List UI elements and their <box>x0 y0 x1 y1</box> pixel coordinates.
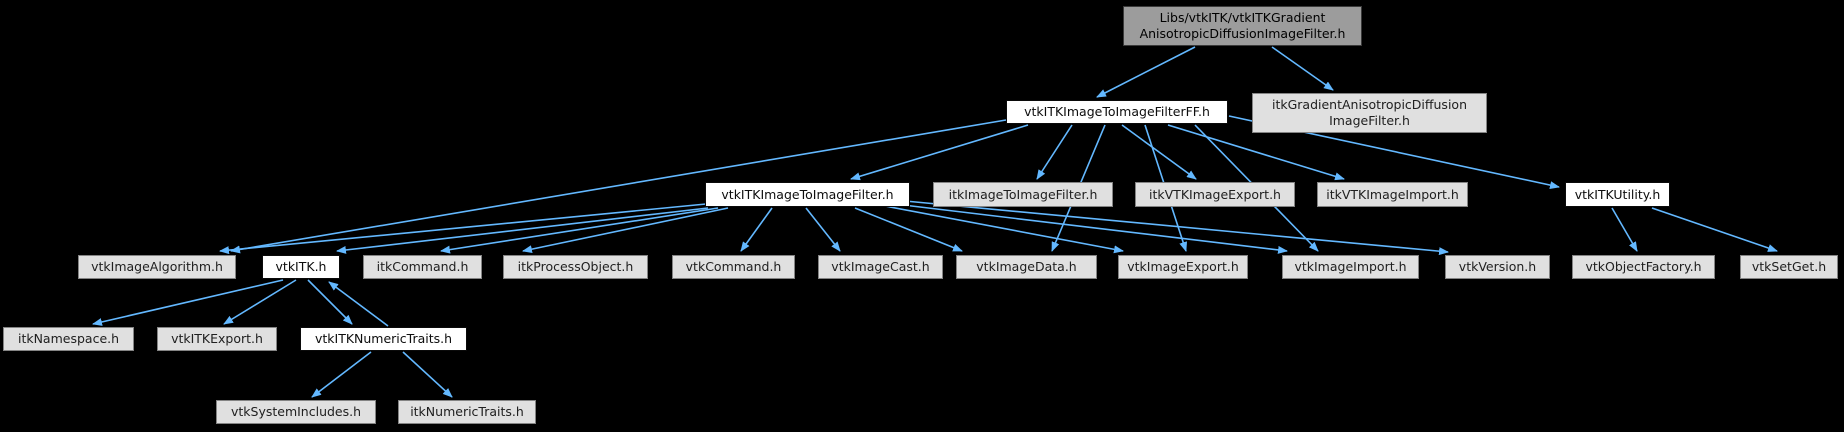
edge-itif-vtkversion <box>904 200 1449 256</box>
edge-ff-itif <box>850 124 1029 181</box>
edge-ff-itkvtkexport <box>1121 124 1197 180</box>
node-libs-vtkitk-vtkitkgradientanisotropicdiffusionimagefilter-h: Libs/vtkITK/vtkITKGradient AnisotropicDi… <box>1123 6 1362 46</box>
edge-current-itkgrad <box>1271 46 1334 91</box>
node-vtkversion-h: vtkVersion.h <box>1445 255 1550 279</box>
edge-vtkitknumerictraits-vtkitk <box>328 281 389 327</box>
node-itkvtkimageimport-h: itkVTKImageImport.h <box>1317 182 1468 207</box>
edge-vtkitknumerictraits-vtksystemincludes <box>311 351 372 398</box>
node-itknamespace-h: itkNamespace.h <box>3 327 134 351</box>
node-itknumerictraits-h: itkNumericTraits.h <box>398 400 536 424</box>
node-vtkimageimport-h: vtkImageImport.h <box>1282 255 1419 279</box>
node-vtkimagealgorithm-h: vtkImageAlgorithm.h <box>78 255 236 279</box>
node-itkvtkimageexport-h: itkVTKImageExport.h <box>1135 182 1295 207</box>
node-vtkitkutility-h[interactable]: vtkITKUtility.h <box>1565 182 1670 207</box>
node-vtkitknumerictraits-h[interactable]: vtkITKNumericTraits.h <box>300 327 467 351</box>
edge-vtkitkutility-vtkobjectfactory <box>1611 207 1638 252</box>
node-vtksystemincludes-h: vtkSystemIncludes.h <box>216 400 376 424</box>
node-vtkobjectfactory-h: vtkObjectFactory.h <box>1572 255 1715 279</box>
node-vtkimageexport-h: vtkImageExport.h <box>1118 255 1248 279</box>
node-vtkitk-h[interactable]: vtkITK.h <box>262 255 340 279</box>
edge-itif-itkprocessobject <box>522 207 729 254</box>
node-vtkcommand-h: vtkCommand.h <box>672 255 795 279</box>
edge-vtkitk-itknamespace <box>92 279 284 326</box>
edge-itif-vtkitk <box>336 207 709 254</box>
node-vtksetget-h: vtkSetGet.h <box>1740 255 1838 279</box>
edge-vtkitk-vtkitknumerictraits <box>307 279 353 325</box>
edge-itif-vtkimagealgorithm <box>219 203 707 255</box>
node-vtkitkimagetoimagefilterff-h[interactable]: vtkITKImageToImageFilterFF.h <box>1006 100 1228 124</box>
node-itkgradientanisotropicdiffusionimagefilter-h: itkGradientAnisotropicDiffusion ImageFil… <box>1252 93 1487 133</box>
node-vtkimagecast-h: vtkImageCast.h <box>818 255 943 279</box>
node-itkimagetoimagefilter-h: itkImageToImageFilter.h <box>933 182 1113 207</box>
edge-vtkitkutility-vtksetget <box>1651 207 1778 252</box>
edge-vtkitk-vtkitkexport <box>223 279 297 325</box>
edge-itif-vtkimagedata <box>854 207 963 252</box>
node-vtkitkexport-h: vtkITKExport.h <box>157 327 277 351</box>
edge-ff-itkvtkimport <box>1167 124 1345 181</box>
node-itkcommand-h: itkCommand.h <box>363 255 482 279</box>
edge-itif-itkcommand <box>440 207 719 254</box>
node-vtkitkimagetoimagefilter-h[interactable]: vtkITKImageToImageFilter.h <box>705 182 910 207</box>
node-vtkimagedata-h: vtkImageData.h <box>956 255 1097 279</box>
edge-ff-vtkimagealgorithm <box>230 119 1007 254</box>
edge-itif-vtkimageexport <box>884 205 1124 254</box>
node-itkprocessobject-h: itkProcessObject.h <box>503 255 648 279</box>
edge-vtkitknumerictraits-itknumerictraits <box>402 351 453 398</box>
edge-itif-vtkimageimport <box>894 203 1288 254</box>
edge-itif-vtkcommand <box>740 207 773 252</box>
edge-current-ff <box>1096 46 1196 98</box>
edge-ff-itki2i <box>1036 124 1073 180</box>
edge-itif-vtkimagecast <box>805 207 841 252</box>
